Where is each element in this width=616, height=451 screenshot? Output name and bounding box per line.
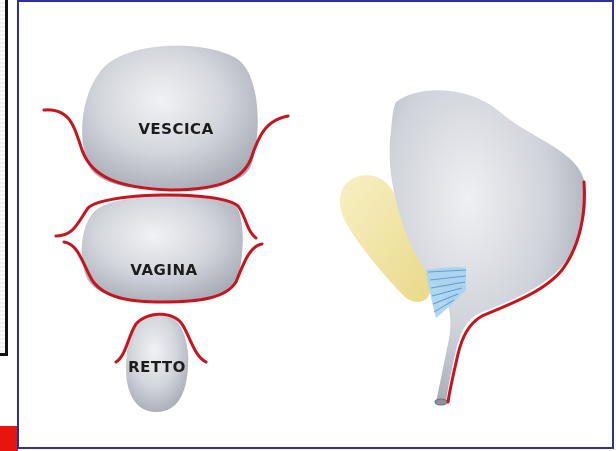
- vagina-section: VAGINA: [56, 195, 262, 302]
- sagittal-view: [340, 90, 586, 405]
- rectum-section: RETTO: [116, 314, 206, 412]
- vagina-shape: [82, 195, 243, 302]
- bladder-section: VESCICA: [44, 46, 288, 190]
- vagina-label: VAGINA: [130, 261, 197, 279]
- bladder-shape: [82, 46, 258, 190]
- bladder-side-shape: [390, 90, 587, 402]
- bladder-label: VESCICA: [138, 120, 213, 138]
- rectum-label: RETTO: [128, 358, 186, 376]
- urethra-opening: [435, 399, 447, 405]
